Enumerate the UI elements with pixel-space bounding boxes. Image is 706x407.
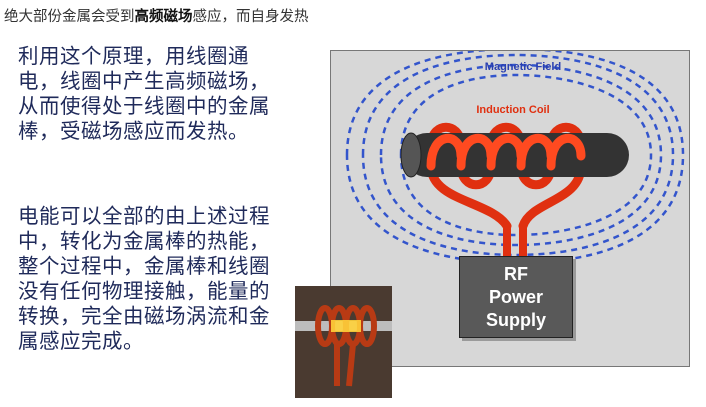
heading: 绝大部份金属会受到高频磁场感应，而自身发热 xyxy=(4,5,309,26)
rf-power-supply: RF Power Supply xyxy=(459,256,573,338)
magnetic-field-lines xyxy=(345,51,685,265)
induction-coil xyxy=(400,122,629,265)
photo-coil-leads xyxy=(334,343,356,387)
coil-leads xyxy=(503,222,527,265)
power-supply-line: Power xyxy=(488,287,544,307)
magnetic-field-label: Magnetic Field xyxy=(485,61,561,73)
induction-coil-label: Induction Coil xyxy=(476,104,549,116)
field-line xyxy=(361,53,675,257)
photo-graphic xyxy=(295,286,392,398)
power-supply-line: RF xyxy=(504,264,528,284)
coil-turns-front xyxy=(426,134,586,171)
induction-heating-photo xyxy=(295,286,392,398)
heading-suffix: 感应，而自身发热 xyxy=(192,9,309,25)
photo-hot-glow xyxy=(331,320,361,332)
paragraph-energy: 电能可以全部的由上述过程中，转化为金属棒的热能，整个过程中，金属棒和线圈没有任何… xyxy=(18,204,270,353)
heading-prefix: 绝大部份金属会受到 xyxy=(4,9,135,25)
power-supply-line: Supply xyxy=(485,310,546,330)
heading-bold: 高频磁场 xyxy=(134,9,193,25)
metal-rod-end xyxy=(400,132,422,178)
diagram-graphic: Magnetic Field Induction Coil xyxy=(345,51,685,265)
field-line xyxy=(345,51,685,265)
field-line xyxy=(379,63,663,247)
field-line xyxy=(399,73,653,237)
paragraph-principle: 利用这个原理，用线圈通电，线圈中产生高频磁场，从而使得处于线圈中的金属棒，受磁场… xyxy=(18,44,270,143)
